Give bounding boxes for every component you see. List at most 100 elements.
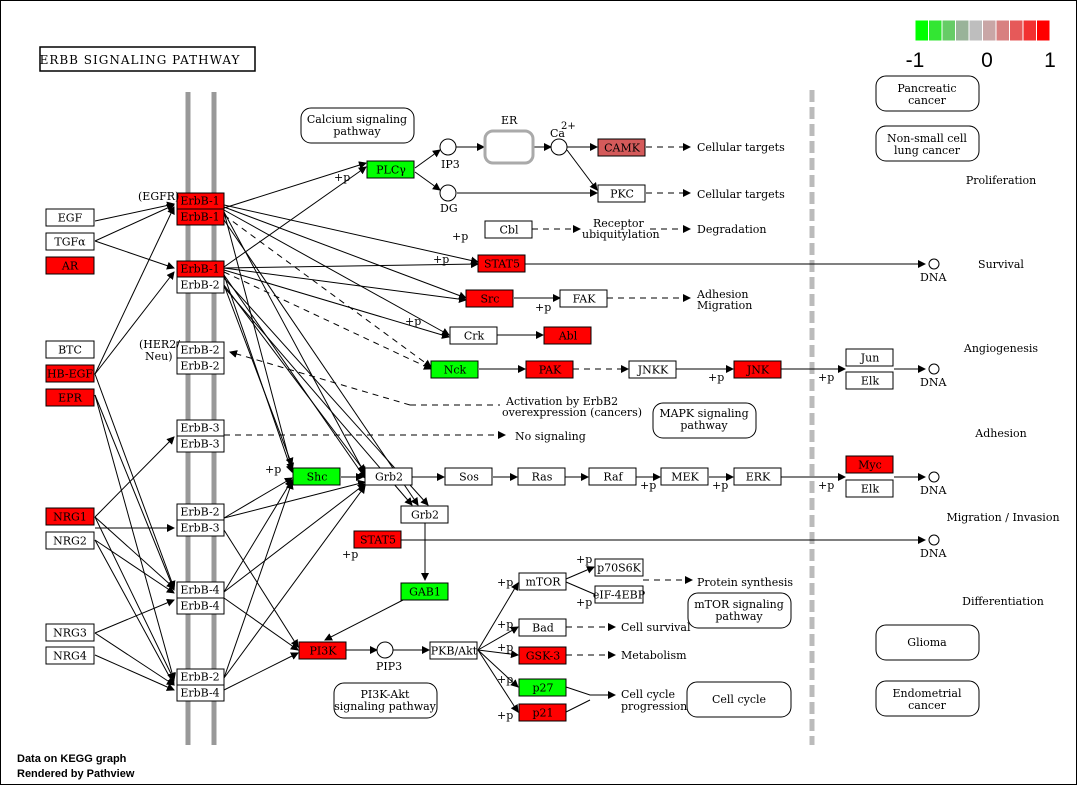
svg-text:signaling pathway: signaling pathway <box>334 700 437 713</box>
legend-swatch <box>1009 19 1024 42</box>
gene-erbb4-b[interactable]: ErbB-4 <box>176 597 225 615</box>
legend-swatch <box>1022 19 1037 42</box>
map-glioma[interactable]: Glioma <box>875 624 980 661</box>
legend-swatch <box>941 19 956 42</box>
label-cell-cycle-progression-2: progression <box>621 700 687 713</box>
gene-sos[interactable]: Sos <box>444 467 493 486</box>
gene-p70s6k[interactable]: p70S6K <box>594 558 644 577</box>
gene-jun[interactable]: Jun <box>845 348 894 367</box>
svg-text:Abl: Abl <box>558 330 578 343</box>
svg-text:EGF: EGF <box>58 212 83 225</box>
svg-text:Grb2: Grb2 <box>411 509 439 522</box>
gene-fak[interactable]: FAK <box>559 289 608 308</box>
gene-pak[interactable]: PAK <box>525 360 574 379</box>
gene-mek[interactable]: MEK <box>660 467 709 486</box>
gene-raf[interactable]: Raf <box>588 467 637 486</box>
gene-elk-1[interactable]: Elk <box>845 371 894 390</box>
gene-cbl[interactable]: Cbl <box>484 220 533 239</box>
phospho-label: +p <box>640 479 656 492</box>
svg-text:cancer: cancer <box>908 94 946 107</box>
gene-jnk[interactable]: JNK <box>733 360 782 379</box>
gene-erbb3-b[interactable]: ErbB-3 <box>176 435 225 453</box>
label-pip3: PIP3 <box>376 660 402 673</box>
phospho-label: +p <box>497 641 513 654</box>
svg-text:Cbl: Cbl <box>500 224 519 237</box>
gene-gab1[interactable]: GAB1 <box>400 582 449 601</box>
gene-nrg1[interactable]: NRG1 <box>45 507 95 526</box>
svg-text:ErbB-1: ErbB-1 <box>180 211 219 224</box>
gene-erbb2-a[interactable]: ErbB-2 <box>176 276 225 294</box>
map-cell-cycle[interactable]: Cell cycle <box>686 681 792 718</box>
gene-egf[interactable]: EGF <box>45 208 95 227</box>
gene-abl[interactable]: Abl <box>543 326 592 345</box>
gene-ras[interactable]: Ras <box>517 467 566 486</box>
outcome-differentiation: Differentiation <box>962 595 1044 608</box>
gene-myc[interactable]: Myc <box>845 455 894 474</box>
gene-erbb1-c[interactable]: ErbB-1 <box>176 260 225 278</box>
svg-text:Grb2: Grb2 <box>375 471 403 484</box>
gene-nrg2[interactable]: NRG2 <box>45 531 95 550</box>
gene-crk[interactable]: Crk <box>449 326 498 345</box>
label-cellular-targets-2: Cellular targets <box>697 188 785 201</box>
gene-elk-2[interactable]: Elk <box>845 479 894 498</box>
gene-epr[interactable]: EPR <box>45 388 95 407</box>
gene-grb2-a[interactable]: Grb2 <box>364 467 413 486</box>
gene-hb-egf[interactable]: HB-EGF <box>45 364 95 383</box>
gene-nck[interactable]: Nck <box>430 360 479 379</box>
gene-p27[interactable]: p27 <box>518 678 567 697</box>
gene-ar[interactable]: AR <box>45 256 95 275</box>
gene-erbb3-c[interactable]: ErbB-3 <box>176 519 225 537</box>
gene-bad[interactable]: Bad <box>518 618 567 637</box>
gene-erbb1-b[interactable]: ErbB-1 <box>176 208 225 226</box>
phospho-label: +p <box>576 553 592 566</box>
gene-pkc[interactable]: PKC <box>597 184 646 203</box>
svg-text:ErbB-3: ErbB-3 <box>180 422 219 435</box>
gene-mtor[interactable]: mTOR <box>518 572 567 591</box>
svg-text:Sos: Sos <box>459 471 479 484</box>
gene-nrg4[interactable]: NRG4 <box>45 646 95 665</box>
gene-camk[interactable]: CAMK <box>597 138 646 157</box>
gene-erbb2-e[interactable]: ErbB-2 <box>176 668 225 686</box>
outcome-survival: Survival <box>978 258 1024 271</box>
gene-erk[interactable]: ERK <box>733 467 782 486</box>
gene-grb2-b[interactable]: Grb2 <box>400 505 449 524</box>
gene-stat5-b[interactable]: STAT5 <box>353 530 402 549</box>
gene-jnkk[interactable]: JNKK <box>628 360 677 379</box>
gene-btc[interactable]: BTC <box>45 340 95 359</box>
label-dna-2: DNA <box>920 376 947 389</box>
label-adhesion: Adhesion <box>696 288 748 301</box>
gene-erbb3-a[interactable]: ErbB-3 <box>176 419 225 437</box>
gene-pi3k[interactable]: PI3K <box>298 641 347 660</box>
gene-erbb4-c[interactable]: ErbB-4 <box>176 684 225 702</box>
gene-plcg[interactable]: PLCγ <box>366 160 415 179</box>
gene-shc[interactable]: Shc <box>292 467 341 486</box>
gene-tgfa[interactable]: TGFα <box>45 232 95 251</box>
gene-gsk3[interactable]: GSK-3 <box>518 646 567 665</box>
gene-erbb4-a[interactable]: ErbB-4 <box>176 581 225 599</box>
svg-text:STAT5: STAT5 <box>360 534 396 547</box>
svg-text:Crk: Crk <box>464 330 485 343</box>
label-degradation: Degradation <box>697 223 766 236</box>
gene-pkb-akt[interactable]: PKB/Akt <box>429 641 478 660</box>
gene-erbb1-a[interactable]: ErbB-1 <box>176 192 225 210</box>
gene-src[interactable]: Src <box>465 289 514 308</box>
svg-text:ErbB-2: ErbB-2 <box>180 671 219 684</box>
gene-nrg3[interactable]: NRG3 <box>45 623 95 642</box>
gene-erbb2-d[interactable]: ErbB-2 <box>176 503 225 521</box>
gene-erbb2-b[interactable]: ErbB-2 <box>176 341 225 359</box>
svg-text:Endometrial: Endometrial <box>893 687 962 700</box>
gene-eif4ebp[interactable]: eIF-4EBP <box>593 585 646 604</box>
gene-erbb2-c[interactable]: ErbB-2 <box>176 357 225 375</box>
gene-p21[interactable]: p21 <box>518 703 567 722</box>
svg-text:CAMK: CAMK <box>604 142 641 155</box>
svg-text:ERBB SIGNALING PATHWAY: ERBB SIGNALING PATHWAY <box>40 53 241 67</box>
gene-stat5-a[interactable]: STAT5 <box>477 254 526 273</box>
